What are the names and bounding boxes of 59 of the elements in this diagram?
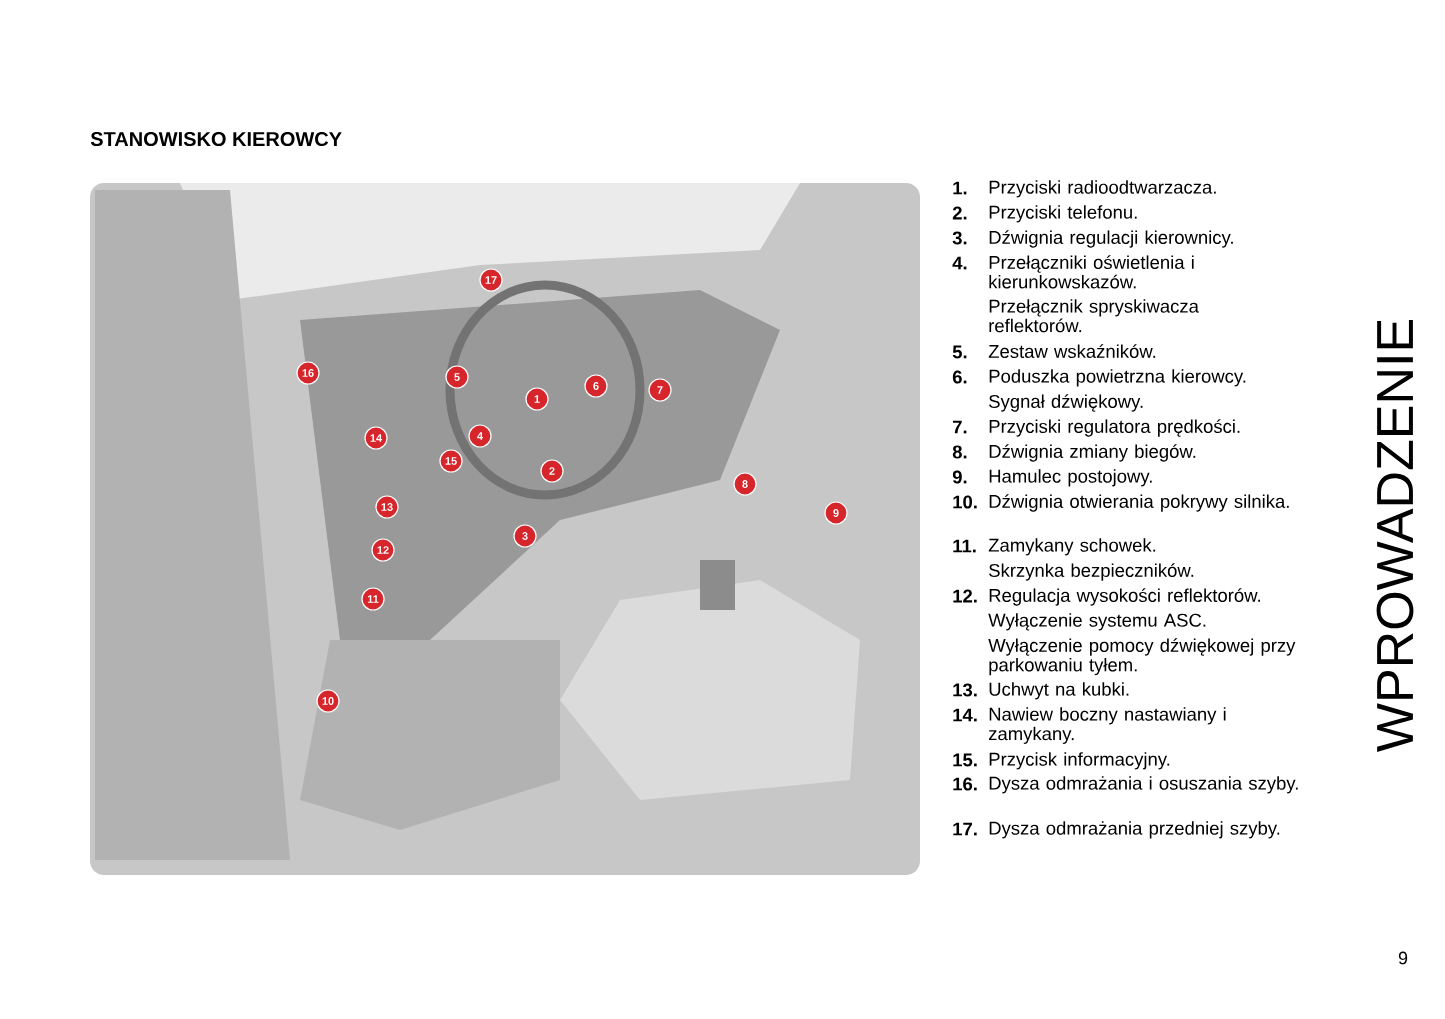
- item-number: 14.: [953, 708, 977, 722]
- callout-number: 4: [468, 424, 492, 448]
- item-number: 17.: [953, 822, 977, 836]
- callout-number: 13: [375, 495, 399, 519]
- item-text: Dysza odmrażania i osuszania szyby.: [989, 776, 1298, 794]
- callout-number: 17: [479, 268, 503, 292]
- item-text: Przyciski telefonu.: [989, 205, 1137, 223]
- item-text: Nawiew boczny nastawiany i zamykany.: [988, 707, 1226, 744]
- item-number: 13.: [953, 683, 977, 697]
- item-number: 7.: [953, 420, 967, 434]
- item-number: 10.: [953, 495, 977, 509]
- item-number: 9.: [952, 470, 967, 484]
- callout-number: 15: [439, 449, 463, 473]
- item-text: Wyłączenie systemu ASC.: [988, 613, 1206, 631]
- callout-number: 8: [733, 472, 757, 496]
- heading: STANOWISKO KIEROWCY: [90, 131, 342, 147]
- item-number: 8.: [952, 445, 967, 459]
- callout-number: 16: [296, 361, 320, 385]
- item-text: Przełączniki oświetlenia i kierunkowskazów.: [989, 255, 1194, 289]
- page-number: 9: [1398, 951, 1408, 965]
- item-text: Przełącznik spryskiwacza reflektorów.: [989, 299, 1199, 333]
- item-text: Sygnał dźwiękowy.: [989, 394, 1143, 412]
- item-text: Dźwignia otwierania pokrywy silnika.: [989, 494, 1289, 512]
- callout-number: 2: [540, 459, 564, 483]
- item-text: Poduszka powietrzna kierowcy.: [989, 369, 1246, 387]
- item-number: 1.: [953, 181, 967, 195]
- item-text: Dysza odmrażania przedniej szyby.: [989, 821, 1280, 839]
- item-number: 11.: [953, 539, 976, 553]
- item-text: Przycisk informacyjny.: [989, 752, 1170, 770]
- callout-number: 12: [371, 538, 395, 562]
- section-title: WPROWADZENIE: [1376, 320, 1414, 752]
- callout-number: 3: [513, 524, 537, 548]
- item-text: Regulacja wysokości reflektorów.: [989, 588, 1260, 606]
- item-number: 3.: [952, 231, 967, 245]
- item-number: 5.: [952, 345, 967, 359]
- item-number: 2.: [952, 206, 967, 220]
- item-text: Skrzynka bezpieczników.: [989, 563, 1194, 581]
- item-text: Zamykany schowek.: [988, 538, 1156, 556]
- callout-number: 7: [648, 378, 672, 402]
- callout-number: 9: [824, 501, 848, 525]
- item-text: Przyciski radioodtwarzacza.: [989, 180, 1216, 198]
- item-number: 6.: [952, 370, 967, 384]
- item-number: 12.: [953, 589, 977, 603]
- item-text: Zestaw wskaźników.: [988, 344, 1156, 358]
- item-text: Dźwignia zmiany biegów.: [989, 444, 1196, 462]
- item-text: Przyciski regulatora prędkości.: [989, 419, 1240, 437]
- callout-number: 14: [364, 426, 388, 450]
- item-text: Dźwignia regulacji kierownicy.: [989, 230, 1233, 248]
- item-text: Uchwyt na kubki.: [989, 682, 1129, 700]
- callout-number: 10: [316, 689, 340, 713]
- item-number: 4.: [952, 256, 967, 270]
- item-number: 16.: [953, 777, 977, 791]
- callout-number: 6: [584, 374, 608, 398]
- item-number: 15.: [953, 753, 977, 767]
- item-text: Hamulec postojowy.: [989, 469, 1152, 487]
- callout-number: 1: [525, 387, 549, 411]
- callout-number: 5: [445, 365, 469, 389]
- item-text: Wyłączenie pomocy dźwiękowej przy parkowaniu tyłem.: [988, 638, 1296, 676]
- callout-number: 11: [361, 587, 385, 611]
